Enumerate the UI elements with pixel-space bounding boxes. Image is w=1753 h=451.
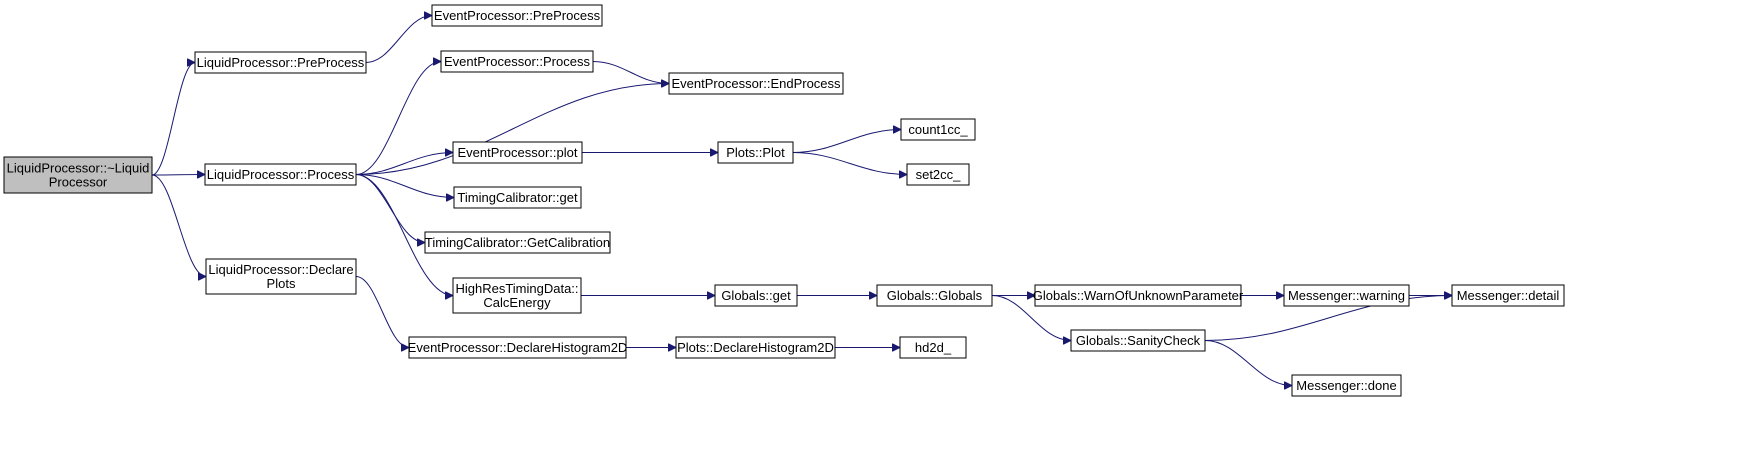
node-globals-sanity[interactable]: Globals::SanityCheck <box>1070 329 1206 352</box>
node-label-ep-process-0: EventProcessor::Process <box>444 54 590 69</box>
node-hrtd-calc[interactable]: HighResTimingData::CalcEnergy <box>452 277 582 314</box>
node-label-hrtd-calc-1: CalcEnergy <box>483 295 551 310</box>
node-label-lp-declareplots-1: Plots <box>267 276 296 291</box>
node-label-globals-warn-0: Globals::WarnOfUnknownParameter <box>1033 288 1244 303</box>
node-label-hd2d-0: hd2d_ <box>915 340 952 355</box>
node-box-lp-declareplots[interactable] <box>205 258 357 295</box>
node-globals-warn[interactable]: Globals::WarnOfUnknownParameter <box>1033 284 1244 307</box>
node-label-globals-globals-0: Globals::Globals <box>887 288 983 303</box>
node-box-msg-warning[interactable] <box>1283 284 1410 307</box>
edge-lp-process-to-tc-get <box>355 174 454 198</box>
node-ep-process[interactable]: EventProcessor::Process <box>440 50 594 73</box>
node-label-hrtd-calc-0: HighResTimingData:: <box>455 281 578 296</box>
node-box-hrtd-calc[interactable] <box>452 277 582 314</box>
node-label-msg-warning-0: Messenger::warning <box>1288 288 1405 303</box>
node-box-ep-declarehist[interactable] <box>408 336 627 359</box>
node-box-lp-process[interactable] <box>204 163 357 186</box>
node-label-msg-detail-0: Messenger::detail <box>1457 288 1560 303</box>
node-label-count1cc-0: count1cc_ <box>908 122 968 137</box>
edge-plots-plot-to-count1cc <box>792 130 901 153</box>
node-box-ep-plot[interactable] <box>452 141 583 164</box>
node-label-set2cc-0: set2cc_ <box>916 167 962 182</box>
node-box-tc-getcalib[interactable] <box>424 231 611 254</box>
node-box-lp-preprocess[interactable] <box>194 51 367 74</box>
node-label-plots-plot-0: Plots::Plot <box>726 145 785 160</box>
node-msg-done[interactable]: Messenger::done <box>1291 374 1402 397</box>
node-label-lp-declareplots-0: LiquidProcessor::Declare <box>208 262 353 277</box>
node-box-globals-sanity[interactable] <box>1070 329 1206 352</box>
node-box-ep-process[interactable] <box>440 50 594 73</box>
node-label-globals-get-0: Globals::get <box>721 288 791 303</box>
node-box-plots-declarehist[interactable] <box>675 336 836 359</box>
edge-root-to-lp-preprocess <box>151 63 196 176</box>
node-box-globals-warn[interactable] <box>1034 284 1242 307</box>
node-label-globals-sanity-0: Globals::SanityCheck <box>1076 333 1201 348</box>
node-label-lp-process-0: LiquidProcessor::Process <box>207 167 355 182</box>
node-plots-declarehist[interactable]: Plots::DeclareHistogram2D <box>675 336 836 359</box>
edge-lp-process-to-ep-process <box>355 62 442 175</box>
node-hd2d[interactable]: hd2d_ <box>899 336 967 359</box>
node-root: LiquidProcessor::~LiquidProcessor <box>3 156 153 194</box>
node-box-msg-done[interactable] <box>1291 374 1402 397</box>
edge-lp-preprocess-to-ep-preprocess <box>365 16 432 63</box>
node-label-tc-get-0: TimingCalibrator::get <box>457 190 578 205</box>
node-label-ep-declarehist-0: EventProcessor::DeclareHistogram2D <box>408 340 628 355</box>
node-globals-globals[interactable]: Globals::Globals <box>876 284 993 307</box>
edge-lp-process-to-ep-endprocess <box>355 84 669 175</box>
node-ep-declarehist[interactable]: EventProcessor::DeclareHistogram2D <box>408 336 628 359</box>
node-box-globals-get[interactable] <box>714 284 798 307</box>
node-msg-warning[interactable]: Messenger::warning <box>1283 284 1410 307</box>
edge-ep-process-to-ep-endprocess <box>592 61 669 84</box>
node-globals-get[interactable]: Globals::get <box>714 284 798 307</box>
node-label-ep-plot-0: EventProcessor::plot <box>458 145 578 160</box>
node-box-ep-endprocess[interactable] <box>668 72 844 95</box>
node-tc-get[interactable]: TimingCalibrator::get <box>453 186 582 209</box>
node-box-tc-get[interactable] <box>453 186 582 209</box>
edge-root-to-lp-process <box>151 175 205 176</box>
node-label-lp-preprocess-0: LiquidProcessor::PreProcess <box>197 55 365 70</box>
nodes-layer: LiquidProcessor::~LiquidProcessorLiquidP… <box>3 4 1565 397</box>
node-ep-endprocess[interactable]: EventProcessor::EndProcess <box>668 72 844 95</box>
edge-lp-process-to-ep-plot <box>355 153 453 175</box>
edge-plots-plot-to-set2cc <box>792 152 907 175</box>
edge-lp-declareplots-to-ep-declarehist <box>355 276 410 348</box>
node-box-msg-detail[interactable] <box>1451 284 1565 307</box>
node-box-count1cc[interactable] <box>900 118 976 141</box>
node-label-root-1: Processor <box>49 175 108 190</box>
node-box-ep-preprocess[interactable] <box>431 4 603 27</box>
node-count1cc[interactable]: count1cc_ <box>900 118 976 141</box>
node-label-root-0: LiquidProcessor::~Liquid <box>7 161 150 176</box>
edge-globals-sanity-to-msg-detail <box>1204 296 1452 341</box>
node-lp-process[interactable]: LiquidProcessor::Process <box>204 163 357 186</box>
edge-root-to-lp-declareplots <box>151 174 207 277</box>
node-ep-preprocess[interactable]: EventProcessor::PreProcess <box>431 4 603 27</box>
node-label-plots-declarehist-0: Plots::DeclareHistogram2D <box>677 340 834 355</box>
node-box-set2cc[interactable] <box>906 163 970 186</box>
node-label-ep-preprocess-0: EventProcessor::PreProcess <box>434 8 601 23</box>
node-label-msg-done-0: Messenger::done <box>1296 378 1396 393</box>
node-box-globals-globals[interactable] <box>876 284 993 307</box>
node-set2cc[interactable]: set2cc_ <box>906 163 970 186</box>
node-label-tc-getcalib-0: TimingCalibrator::GetCalibration <box>425 235 610 250</box>
node-box-hd2d[interactable] <box>899 336 967 359</box>
node-box-root <box>3 156 153 194</box>
node-tc-getcalib[interactable]: TimingCalibrator::GetCalibration <box>424 231 611 254</box>
node-msg-detail[interactable]: Messenger::detail <box>1451 284 1565 307</box>
node-label-ep-endprocess-0: EventProcessor::EndProcess <box>671 76 841 91</box>
edge-lp-process-to-tc-getcalib <box>355 174 426 243</box>
node-box-plots-plot[interactable] <box>717 141 794 164</box>
node-plots-plot[interactable]: Plots::Plot <box>717 141 794 164</box>
edge-lp-process-to-hrtd-calc <box>355 174 453 296</box>
node-ep-plot[interactable]: EventProcessor::plot <box>452 141 583 164</box>
edge-globals-sanity-to-msg-done <box>1204 340 1292 386</box>
edge-globals-globals-to-globals-sanity <box>991 295 1071 341</box>
node-lp-preprocess[interactable]: LiquidProcessor::PreProcess <box>194 51 367 74</box>
